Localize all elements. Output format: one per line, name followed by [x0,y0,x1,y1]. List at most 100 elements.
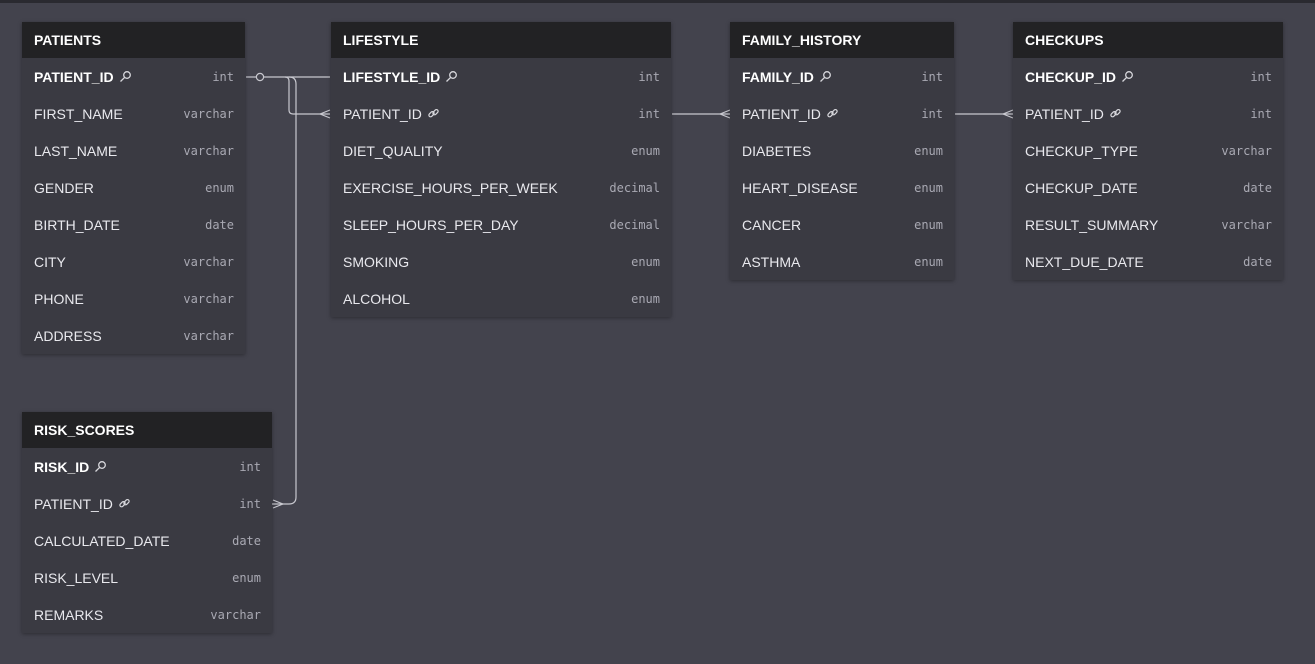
key-icon [819,70,832,83]
field-type: int [1250,69,1272,84]
field-row-patient-id[interactable]: PATIENT_ID int [1013,95,1283,132]
field-type: date [232,533,261,548]
field-name: CANCER [742,216,802,233]
field-name: SLEEP_HOURS_PER_DAY [343,216,519,233]
table-patients-title[interactable]: PATIENTS [22,22,245,58]
field-name: RESULT_SUMMARY [1025,216,1159,233]
field-name: CITY [34,253,66,270]
field-row-exercise-hours[interactable]: EXERCISE_HOURS_PER_WEEK decimal [331,169,671,206]
table-family-history[interactable]: FAMILY_HISTORY FAMILY_ID int PATIENT_ID … [730,22,954,280]
field-row-patient-id[interactable]: PATIENT_ID int [730,95,954,132]
table-checkups-title[interactable]: CHECKUPS [1013,22,1283,58]
field-row-patient-id[interactable]: PATIENT_ID int [331,95,671,132]
field-row-cancer[interactable]: CANCER enum [730,206,954,243]
field-type: varchar [183,291,234,306]
field-type: varchar [1221,143,1272,158]
field-row-smoking[interactable]: SMOKING enum [331,243,671,280]
field-row-next-due-date[interactable]: NEXT_DUE_DATE date [1013,243,1283,280]
field-name: DIET_QUALITY [343,142,443,159]
field-name: PATIENT_ID [742,105,821,122]
field-type: varchar [1221,217,1272,232]
field-type: enum [631,143,660,158]
field-row-checkup-type[interactable]: CHECKUP_TYPE varchar [1013,132,1283,169]
crowfoot-checkups [1002,109,1014,119]
field-name: EXERCISE_HOURS_PER_WEEK [343,179,558,196]
link-icon [427,107,440,120]
table-risk-scores-title[interactable]: RISK_SCORES [22,412,272,448]
field-type: decimal [609,217,660,232]
field-type: int [239,459,261,474]
table-checkups[interactable]: CHECKUPS CHECKUP_ID int PATIENT_ID int C… [1013,22,1283,280]
table-risk-scores[interactable]: RISK_SCORES RISK_ID int PATIENT_ID int C… [22,412,272,633]
field-name: ALCOHOL [343,290,410,307]
field-name: CHECKUP_DATE [1025,179,1138,196]
field-row-calculated-date[interactable]: CALCULATED_DATE date [22,522,272,559]
field-name: PATIENT_ID [1025,105,1104,122]
field-row-risk-id[interactable]: RISK_ID int [22,448,272,485]
field-name: RISK_ID [34,458,90,475]
field-row-gender[interactable]: GENDER enum [22,169,245,206]
field-row-alcohol[interactable]: ALCOHOL enum [331,280,671,317]
field-row-family-id[interactable]: FAMILY_ID int [730,58,954,95]
key-icon [445,70,458,83]
field-type: int [212,69,234,84]
rel-origin-circle [255,72,265,82]
field-name: SMOKING [343,253,410,270]
field-name: CALCULATED_DATE [34,532,170,549]
field-row-sleep-hours[interactable]: SLEEP_HOURS_PER_DAY decimal [331,206,671,243]
link-icon [1109,107,1122,120]
field-type: int [239,496,261,511]
field-row-diet-quality[interactable]: DIET_QUALITY enum [331,132,671,169]
table-lifestyle[interactable]: LIFESTYLE LIFESTYLE_ID int PATIENT_ID in… [331,22,671,317]
field-name: DIABETES [742,142,812,159]
crowfoot-family [719,109,731,119]
field-name: FAMILY_ID [742,68,814,85]
field-row-checkup-id[interactable]: CHECKUP_ID int [1013,58,1283,95]
field-name: GENDER [34,179,94,196]
crowfoot-lifestyle [319,109,331,119]
field-name: CHECKUP_TYPE [1025,142,1138,159]
field-row-patient-id[interactable]: PATIENT_ID int [22,58,245,95]
field-type: enum [914,217,943,232]
field-type: enum [914,180,943,195]
field-row-result-summary[interactable]: RESULT_SUMMARY varchar [1013,206,1283,243]
top-bar [0,0,1315,3]
table-family-history-title[interactable]: FAMILY_HISTORY [730,22,954,58]
field-type: enum [631,291,660,306]
rel-patients-riskscores [272,76,297,505]
field-name: HEART_DISEASE [742,179,858,196]
field-type: int [638,69,660,84]
field-row-checkup-date[interactable]: CHECKUP_DATE date [1013,169,1283,206]
field-row-remarks[interactable]: REMARKS varchar [22,596,272,633]
table-lifestyle-title[interactable]: LIFESTYLE [331,22,671,58]
field-name: PATIENT_ID [34,68,114,85]
field-name: REMARKS [34,606,104,623]
field-type: varchar [210,607,261,622]
key-icon [119,70,132,83]
field-row-heart-disease[interactable]: HEART_DISEASE enum [730,169,954,206]
field-name: FIRST_NAME [34,105,123,122]
field-type: int [1250,106,1272,121]
field-type: decimal [609,180,660,195]
field-name: LIFESTYLE_ID [343,68,441,85]
field-name: NEXT_DUE_DATE [1025,253,1144,270]
field-name: BIRTH_DATE [34,216,120,233]
field-row-lifestyle-id[interactable]: LIFESTYLE_ID int [331,58,671,95]
field-row-patient-id[interactable]: PATIENT_ID int [22,485,272,522]
key-icon [94,460,107,473]
field-type: date [1243,180,1272,195]
field-type: varchar [183,143,234,158]
field-type: date [1243,254,1272,269]
field-type: enum [205,180,234,195]
field-type: enum [631,254,660,269]
